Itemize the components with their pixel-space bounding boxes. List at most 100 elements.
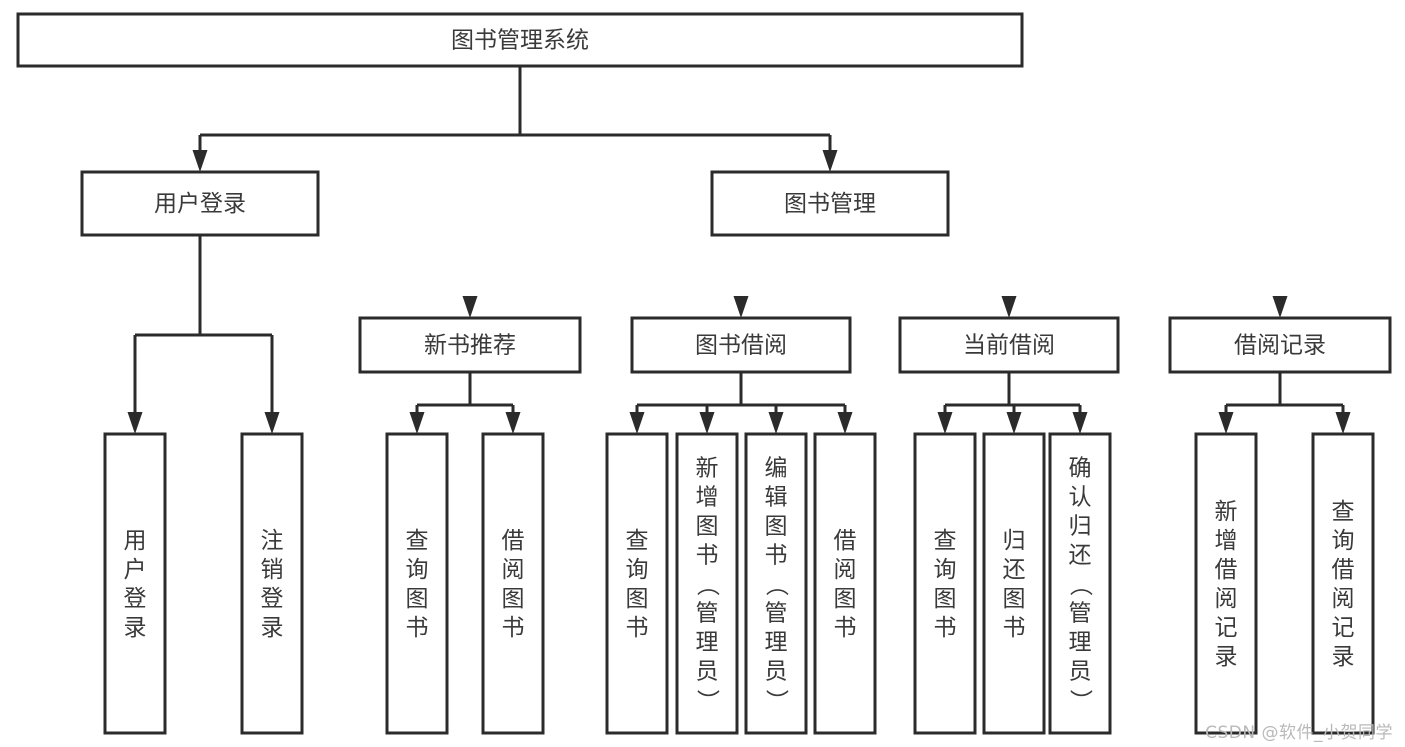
- node-leaf-query-book-2[interactable]: 查询图书查询图书: [605, 432, 669, 735]
- node-label-char: 还: [1003, 557, 1026, 583]
- node-label-char: 借: [834, 528, 857, 554]
- node-label-char: 辑: [765, 485, 788, 511]
- node-label-char: 认: [1069, 485, 1092, 511]
- node-label-char: 管: [765, 601, 788, 627]
- node-label-char: 员: [696, 659, 719, 685]
- node-label-char: 阅: [502, 557, 525, 583]
- node-box-root: [16, 12, 1024, 68]
- node-book-manage[interactable]: 图书管理: [710, 170, 950, 237]
- node-label-char: （: [763, 573, 789, 596]
- node-box-user-login: [80, 170, 320, 237]
- node-label-char: 询: [934, 557, 957, 583]
- node-label-new-book-rec: 新书推荐: [424, 333, 516, 359]
- node-box-borrow-record: [1168, 316, 1392, 374]
- node-leaf-query-book-1[interactable]: 查询图书查询图书: [385, 432, 449, 735]
- node-label-char: 图: [1003, 586, 1026, 612]
- node-label-borrow-record: 借阅记录: [1234, 333, 1326, 359]
- node-label-char: 录: [1332, 644, 1355, 670]
- node-leaf-query-record[interactable]: 查询借阅记录查询借阅记录: [1311, 432, 1375, 735]
- node-label-char: 还: [1069, 543, 1092, 569]
- node-label-char: 管: [696, 601, 719, 627]
- node-label-char: 记: [1215, 615, 1238, 641]
- node-root[interactable]: 图书管理系统: [16, 12, 1024, 68]
- arrow-head-user-login: [192, 150, 208, 172]
- node-label-current-borrow: 当前借阅: [963, 333, 1055, 359]
- node-label-char: 编: [765, 456, 788, 482]
- node-box-current-borrow: [898, 316, 1120, 374]
- nodes-layer: 图书管理系统用户登录图书管理新书推荐图书借阅当前借阅借阅记录用户登录用户登录注销…: [16, 12, 1392, 735]
- node-label-char: ）: [694, 689, 720, 712]
- node-box-leaf-query-record: [1311, 432, 1375, 735]
- node-book-borrow[interactable]: 图书借阅: [630, 316, 852, 374]
- node-user-login[interactable]: 用户登录: [80, 170, 320, 237]
- node-label-char: ）: [1067, 689, 1093, 712]
- arrow-head-borrow-record: [1272, 296, 1288, 318]
- node-leaf-query-book-3[interactable]: 查询图书查询图书: [913, 432, 977, 735]
- node-label-char: 图: [765, 514, 788, 540]
- arrow-head-leaf-logout: [264, 412, 280, 434]
- node-leaf-borrow-book-2[interactable]: 借阅图书借阅图书: [813, 432, 877, 735]
- node-label-char: （: [1067, 573, 1093, 596]
- node-box-leaf-borrow-book-1: [481, 432, 545, 735]
- node-label-char: 书: [1003, 615, 1026, 641]
- node-label-book-manage: 图书管理: [784, 191, 876, 217]
- arrow-head-leaf-user-login: [127, 412, 143, 434]
- node-current-borrow[interactable]: 当前借阅: [898, 316, 1120, 374]
- arrow-head-leaf-query-record: [1335, 412, 1351, 434]
- node-label-char: 新: [696, 456, 719, 482]
- node-label-char: 登: [261, 586, 284, 612]
- node-label-char: 新: [1215, 499, 1238, 525]
- node-box-leaf-add-record: [1194, 432, 1258, 735]
- node-box-leaf-confirm-return: [1048, 432, 1112, 735]
- node-leaf-borrow-book-1[interactable]: 借阅图书借阅图书: [481, 432, 545, 735]
- node-leaf-logout[interactable]: 注销登录注销登录: [240, 432, 304, 735]
- arrow-head-leaf-borrow-book-2: [837, 412, 853, 434]
- node-label-char: 录: [1215, 644, 1238, 670]
- node-label-user-login: 用户登录: [154, 191, 246, 217]
- node-label-char: （: [694, 573, 720, 596]
- arrow-head-leaf-return-book: [1006, 412, 1022, 434]
- node-box-leaf-add-book: [675, 432, 739, 735]
- node-box-leaf-logout: [240, 432, 304, 735]
- arrow-head-new-book-rec: [462, 296, 478, 318]
- node-label-char: 图: [834, 586, 857, 612]
- node-label-char: 员: [1069, 659, 1092, 685]
- node-label-char: 图: [934, 586, 957, 612]
- node-label-char: ）: [763, 689, 789, 712]
- node-label-char: 阅: [1215, 586, 1238, 612]
- arrow-head-leaf-query-book-1: [409, 412, 425, 434]
- node-leaf-return-book[interactable]: 归还图书归还图书: [982, 432, 1046, 735]
- node-label-char: 图: [696, 514, 719, 540]
- node-label-book-borrow: 图书借阅: [695, 333, 787, 359]
- node-label-char: 增: [696, 485, 719, 511]
- node-label-char: 书: [406, 615, 429, 641]
- node-box-leaf-query-book-3: [913, 432, 977, 735]
- node-leaf-add-record[interactable]: 新增借阅记录新增借阅记录: [1194, 432, 1258, 735]
- node-label-char: 借: [502, 528, 525, 554]
- arrow-head-current-borrow: [1001, 296, 1017, 318]
- node-box-leaf-query-book-2: [605, 432, 669, 735]
- node-box-book-borrow: [630, 316, 852, 374]
- node-label-char: 记: [1332, 615, 1355, 641]
- node-label-char: 书: [765, 543, 788, 569]
- arrow-head-leaf-query-book-2: [629, 412, 645, 434]
- node-box-leaf-edit-book: [744, 432, 808, 735]
- node-label-char: 书: [834, 615, 857, 641]
- node-label-char: 书: [934, 615, 957, 641]
- node-label-char: 录: [124, 615, 147, 641]
- node-box-leaf-return-book: [982, 432, 1046, 735]
- node-label-char: 查: [406, 528, 429, 554]
- node-label-char: 员: [765, 659, 788, 685]
- node-label-char: 阅: [1332, 586, 1355, 612]
- node-borrow-record[interactable]: 借阅记录: [1168, 316, 1392, 374]
- node-label-char: 询: [1332, 528, 1355, 554]
- edges-layer: [128, 66, 1351, 434]
- node-label-char: 登: [124, 586, 147, 612]
- node-label-char: 归: [1003, 528, 1026, 554]
- node-new-book-rec[interactable]: 新书推荐: [358, 316, 582, 374]
- node-leaf-user-login[interactable]: 用户登录用户登录: [103, 432, 167, 735]
